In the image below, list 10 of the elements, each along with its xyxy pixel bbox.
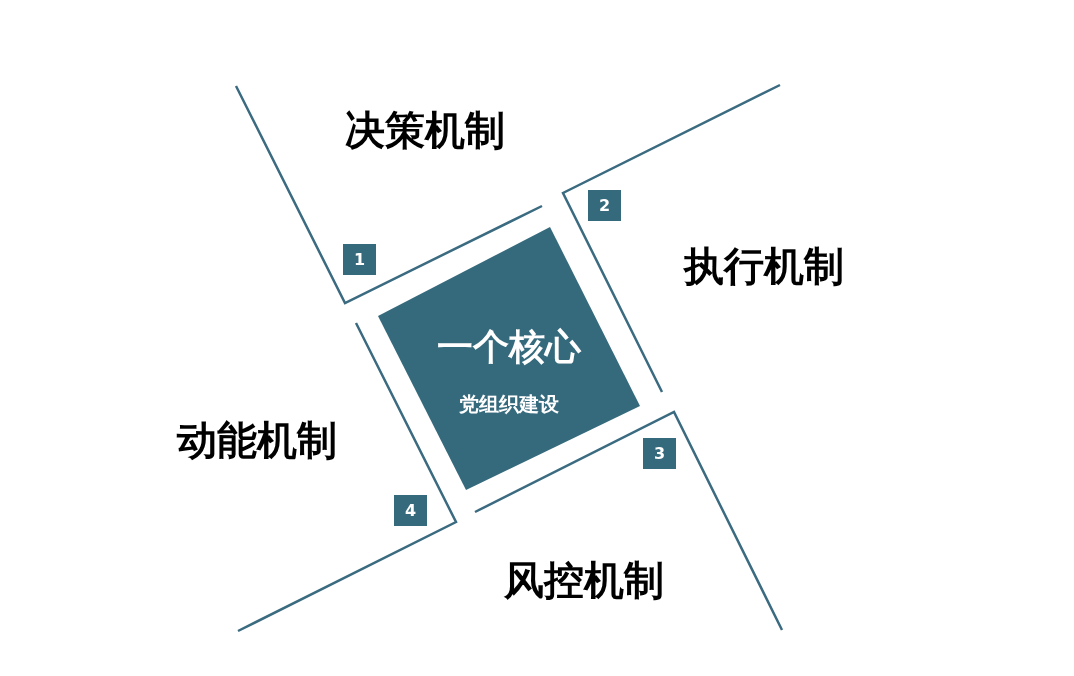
number-badge: 2 — [588, 190, 621, 221]
number-badge: 4 — [394, 495, 427, 526]
mechanism-label: 决策机制 — [345, 105, 505, 155]
mechanism-label: 动能机制 — [177, 415, 337, 465]
number-badge: 1 — [343, 244, 376, 275]
number-badge: 3 — [643, 438, 676, 469]
core-title: 一个核心 — [436, 325, 582, 369]
mechanism-label: 风控机制 — [504, 555, 664, 605]
mechanism-label: 执行机制 — [684, 241, 844, 291]
core-subtitle: 党组织建设 — [458, 391, 560, 418]
